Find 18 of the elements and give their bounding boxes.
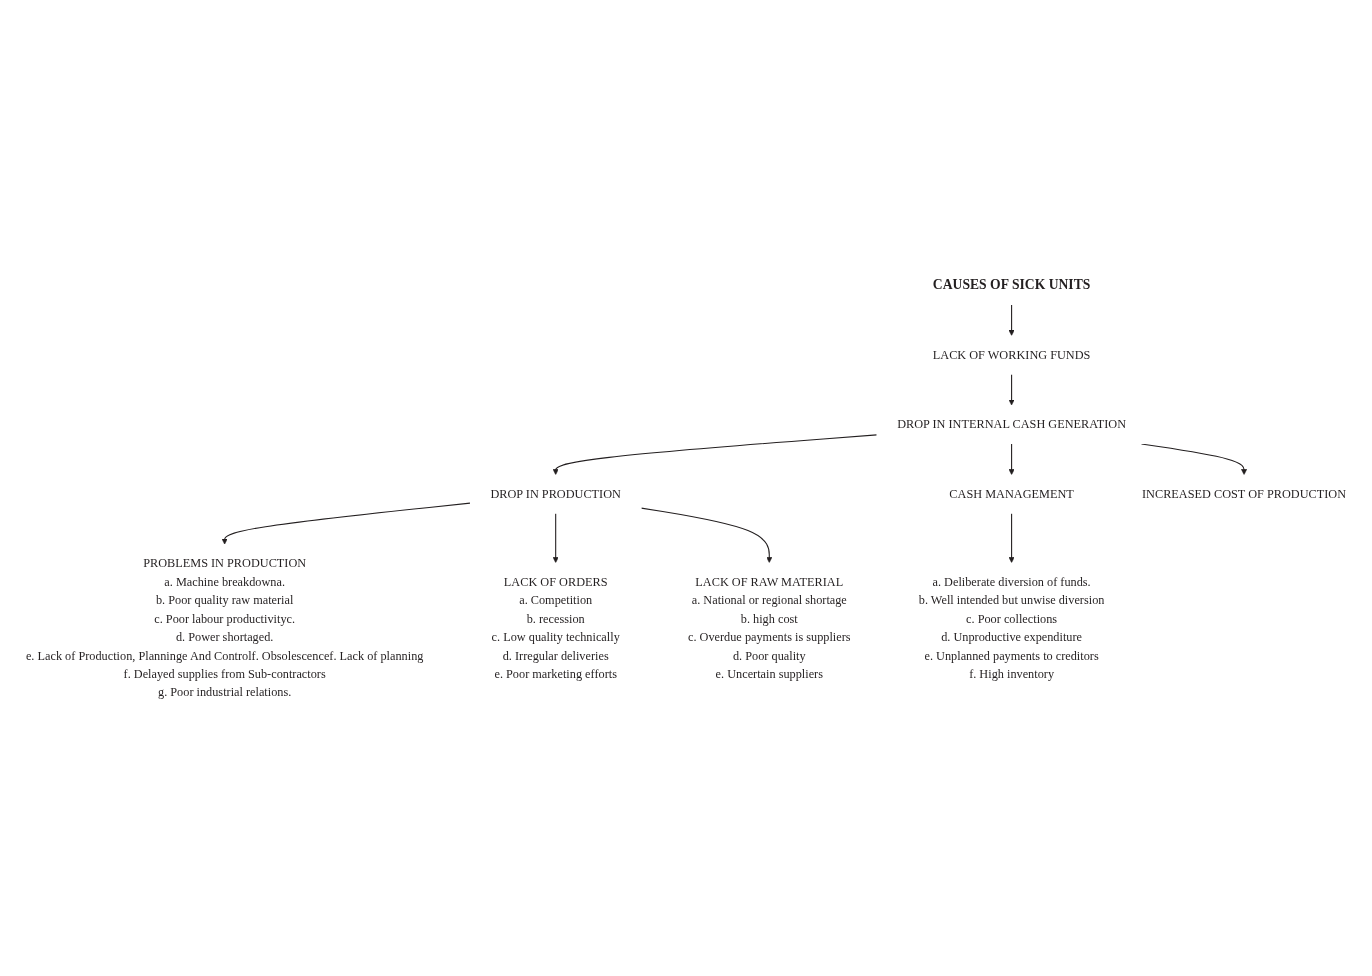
node-text: LACK OF WORKING FUNDS <box>932 347 1091 362</box>
arrow <box>1008 513 1015 563</box>
node-text: DROP IN PRODUCTION <box>490 486 621 501</box>
arrow <box>1008 373 1015 406</box>
arrow <box>221 502 471 545</box>
node-text: INCREASED COST OF PRODUCTION <box>1142 486 1347 501</box>
node-text: DROP IN INTERNAL CASH GENERATION <box>897 417 1127 432</box>
node-text: a. Deliberate diversion of funds. b. Well intended but unwise diversion c. Poor collections d. Unproductive expenditure e. Unplanned payments to creditors f. High inventory <box>918 574 1105 681</box>
node-text: LACK OF ORDERS a. Competition b. recession c. Low quality technically d. Irregular deliveries e. Poor marketing efforts <box>491 574 620 681</box>
arrow <box>1008 304 1015 336</box>
node-text: CASH MANAGEMENT <box>949 486 1074 501</box>
arrow <box>640 507 773 563</box>
node-text: LACK OF RAW MATERIAL a. National or regional shortage b. high cost c. Overdue payments is suppliers d. Poor quality e. Uncertain suppliers <box>687 574 851 681</box>
arrow <box>552 513 559 563</box>
arrow <box>552 434 878 475</box>
node-text: CAUSES OF SICK UNITS <box>932 276 1091 292</box>
arrow <box>1008 443 1015 475</box>
node-text: PROBLEMS IN PRODUCTION a. Machine breakdowna. b. Poor quality raw material c. Poor labour productivityc. d. Power shortaged. e. Lack of Production, Planninge And Controlf. Obsolescencef. Lack of planning f. Delayed supplies from Sub-contractors g. Poor industrial relations. <box>25 556 424 700</box>
